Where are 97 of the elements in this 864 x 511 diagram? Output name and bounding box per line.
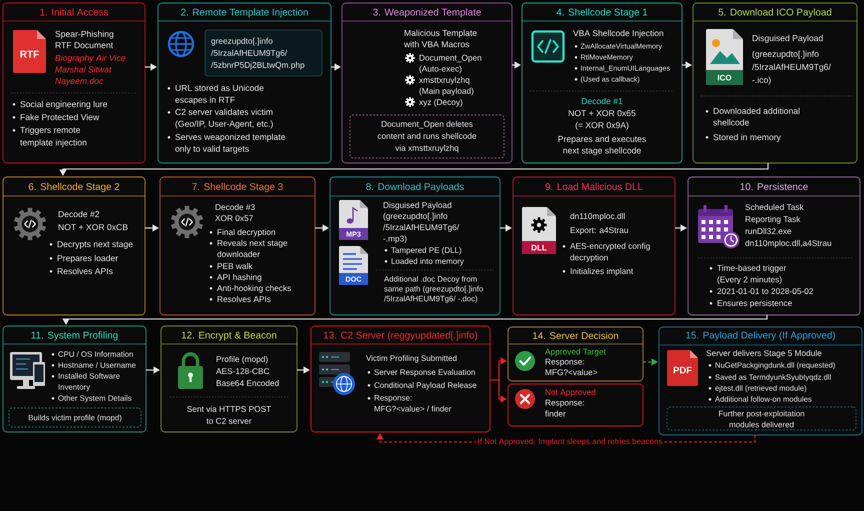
card-title: 10. Persistence	[740, 182, 808, 190]
bullet-item: Reveals next stage downloader	[217, 240, 288, 258]
body-text: Victim Profiling Submitted	[366, 355, 456, 363]
file-type-label: RTF	[20, 50, 39, 58]
body-text: dn110mploc.dll	[570, 213, 625, 221]
card-title: 4. Shellcode Stage 1	[556, 8, 648, 18]
bullet-item: Social engineering lure	[20, 100, 108, 109]
body-text: Base64 Encoded	[216, 380, 279, 386]
bullet-item: Conditional Payload Release	[374, 382, 476, 390]
bullet-item: 2021-01-01 to 2028-05-02	[717, 288, 814, 294]
bullet-item: Server Response Evaluation	[374, 369, 475, 377]
body-text: (greezupdto[.]info /5IrzalAfHEUM9Tg6/ -.ico)	[752, 50, 831, 85]
card-title: 1. Initial Access	[40, 8, 108, 16]
body-text: Reporting Task	[746, 216, 800, 224]
body-text: Disguised Payload	[752, 34, 823, 43]
bullet-item: Serves weaponized template only to valid targets	[175, 134, 286, 154]
body-text: (= XOR 0x9A)	[576, 122, 628, 130]
file-name: Biography Air Vice Marshal Sitwat Nayeem.doc	[55, 54, 126, 86]
status-text: Not Approved	[546, 389, 596, 397]
body-text: Document_Open (Auto-exec)	[420, 54, 482, 74]
card-title: 12. Encrypt & Beacon	[182, 332, 276, 341]
bullet-item: URL stored as Unicode escapes in RTF	[175, 84, 264, 105]
bullet-item: Resolves APIs	[58, 268, 113, 274]
file-type-label: DLL	[532, 244, 547, 250]
card-title: 14. Server Decision	[533, 332, 618, 340]
body-text: Decode #2	[58, 210, 100, 218]
bullet-item: Downloaded additional shellcode	[713, 108, 800, 126]
body-text: Response: MFG?<value>	[546, 358, 598, 376]
card-title: 2. Remote Template Injection	[181, 8, 308, 18]
bullet-item: Response: MFG?<value> / finder	[374, 395, 452, 412]
body-text: xmsttxruylzhq (Main payload)	[419, 76, 474, 96]
note-box: Document_Open deletes content and runs shellcode via xmsttxruylzhq	[350, 114, 504, 158]
bullet-item: API hashing	[217, 274, 262, 282]
body-text: NOT + XOR 0xCB	[58, 224, 128, 230]
file-type-label: ICO	[718, 74, 732, 80]
bullet-item: Resolves APIs	[218, 296, 271, 302]
stage-card	[522, 2, 682, 164]
body-text: Prepares and executes next stage shellcode	[558, 136, 646, 156]
body-text: Response: finder	[545, 400, 584, 417]
stage-card	[160, 176, 316, 316]
stage-card	[160, 326, 298, 432]
body-text: Malicious Template with VBA Macros	[404, 30, 477, 48]
body-text: Profile (mopd)	[216, 356, 268, 364]
bullet-item: Stored in memory	[713, 134, 781, 142]
bullet-item: Tampered PE (DLL)	[391, 247, 462, 255]
card-title: 15. Payload Delivery (If Approved)	[686, 331, 835, 341]
bullet-item: Fake Protected View	[20, 114, 100, 120]
stage-card	[688, 176, 860, 316]
body-text: dn110mploc.dll,a4Strau	[745, 240, 832, 248]
bullet-item: C2 server validates victim (Geo/IP, User-Agent, etc.)	[175, 108, 273, 129]
stage-card	[2, 2, 146, 164]
bullet-item: Decrypts next stage	[58, 241, 133, 249]
bullet-item: Ensures persistence	[718, 300, 792, 308]
card-title: 5. Download ICO Payload	[718, 8, 832, 18]
stage-card	[310, 326, 490, 432]
decision-box	[508, 384, 644, 426]
body-text: Spear-Phishing RTF Document	[55, 30, 114, 48]
decode-heading: Decode #1	[582, 98, 622, 104]
edge-label: If Not Approved: Implant sleeps and retries beacons	[476, 436, 664, 448]
stage-card	[692, 2, 858, 164]
body-text: Disguised Payload	[384, 202, 452, 210]
bullet-item: Loaded into memory	[392, 258, 464, 266]
bullet-item: Prepares loader	[58, 254, 118, 263]
body-text: VBA Shellcode Injection	[573, 30, 664, 38]
decision-box	[508, 326, 644, 382]
card-title: 8. Download Payloads	[366, 182, 464, 192]
bullet-item: Anti-hooking checks	[217, 285, 291, 293]
card-title: 11. System Profiling	[32, 331, 118, 341]
card-title: 13. C2 Server (reggyupdated[.]info)	[324, 331, 478, 341]
bullet-item: PEB walk	[218, 263, 253, 270]
body-text: Sent via HTTPS POST to C2 server	[187, 406, 271, 424]
body-text: xyz (Decoy)	[419, 99, 462, 107]
body-text: Decode #3	[216, 204, 255, 210]
card-title: 6. Shellcode Stage 2	[28, 182, 120, 192]
status-text: Approved Target	[545, 348, 606, 356]
body-text: AES-128-CBC	[216, 368, 270, 374]
body-text: (greezupdto[.]info /5IrzalAfHEUM9Tg6/ -.mp3)	[383, 212, 460, 244]
note-box: Further post-exploitation modules delivered	[666, 406, 856, 430]
card-title: 3. Weaponized Template	[373, 8, 481, 18]
body-text: Server delivers Stage 5 Module	[706, 350, 822, 358]
bullet-item: Triggers remote template injection	[20, 126, 86, 148]
body-text: Scheduled Task	[745, 204, 804, 210]
body-text: runDll32.exe	[746, 228, 792, 234]
file-type-label: PDF	[674, 366, 692, 374]
card-title: 9. Load Malicious DLL	[546, 182, 643, 190]
bullet-item: Time-based trigger (Every 2 minutes)	[717, 264, 786, 284]
body-text: Export: a4Strau	[570, 227, 628, 235]
card-title: 7. Shellcode Stage 3	[192, 182, 283, 192]
url-box: greezupdto[.]info /5IrzalAfHEUM9Tg6/ /5zbnrP5Dj2BLtwQm.php	[204, 30, 322, 76]
stage-card	[330, 176, 500, 316]
body-text: XOR 0x57	[215, 215, 253, 222]
stage-card	[2, 176, 146, 316]
bullet-item: Initializes implant	[570, 268, 634, 276]
bullet-item: AES-encrypted config decryption	[570, 242, 650, 262]
stage-card	[512, 176, 676, 316]
body-text: NOT + XOR 0x65	[568, 110, 636, 116]
bullet-item: Final decryption	[218, 229, 276, 237]
